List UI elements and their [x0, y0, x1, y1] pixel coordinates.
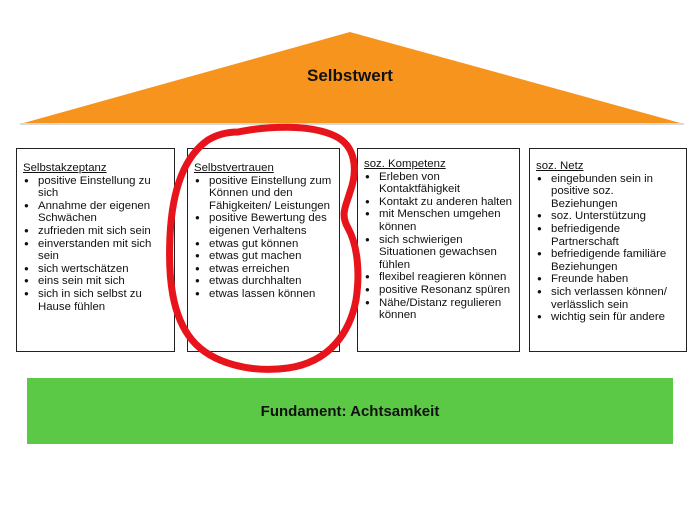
list-item: sich verlassen können/ verlässlich sein	[536, 286, 682, 311]
list-item: Annahme der eigenen Schwächen	[23, 200, 170, 225]
roof-title: Selbstwert	[307, 66, 393, 85]
pillar-list: positive Einstellung zum Können und den …	[194, 175, 335, 301]
pillar-heading: Selbstakzeptanz	[23, 162, 107, 174]
pillar-list: Erleben von Kontaktfähigkeit Kontakt zu …	[364, 171, 515, 322]
list-item: eins sein mit sich	[23, 275, 170, 288]
list-item: etwas lassen können	[194, 288, 335, 301]
list-item: positive Bewertung des eigenen Verhalten…	[194, 212, 335, 237]
foundation-bar: Fundament: Achtsamkeit	[27, 378, 673, 444]
roof-triangle	[20, 32, 684, 124]
roof	[20, 32, 684, 125]
list-item: sich in sich selbst zu Hause fühlen	[23, 288, 170, 313]
pillar-heading: soz. Kompetenz	[364, 158, 446, 170]
pillar-list: positive Einstellung zu sich Annahme der…	[23, 175, 170, 314]
pillar-heading: soz. Netz	[536, 160, 584, 172]
pillar-soz-kompetenz: soz. Kompetenz Erleben von Kontaktfähigk…	[357, 148, 520, 352]
list-item: positive Einstellung zum Können und den …	[194, 175, 335, 213]
list-item: einverstanden mit sich sein	[23, 238, 170, 263]
foundation-title: Fundament: Achtsamkeit	[260, 402, 440, 420]
list-item: befriedigende Partnerschaft	[536, 223, 682, 248]
list-item: sich schwierigen Situationen gewachsen f…	[364, 234, 515, 272]
list-item: zufrieden mit sich sein	[23, 225, 170, 238]
list-item: Erleben von Kontaktfähigkeit	[364, 171, 515, 196]
list-item: etwas gut können	[194, 238, 335, 251]
pillar-selbstakzeptanz: Selbstakzeptanz positive Einstellung zu …	[16, 148, 175, 352]
list-item: etwas gut machen	[194, 250, 335, 263]
list-item: wichtig sein für andere	[536, 311, 682, 324]
pillar-soz-netz: soz. Netz eingebunden sein in positive s…	[529, 148, 687, 352]
pillar-selbstvertrauen: Selbstvertrauen positive Einstellung zum…	[187, 148, 340, 352]
list-item: Freunde haben	[536, 273, 682, 286]
list-item: Kontakt zu anderen halten	[364, 196, 515, 209]
list-item: eingebunden sein in positive soz. Bezieh…	[536, 173, 682, 211]
pillar-list: eingebunden sein in positive soz. Bezieh…	[536, 173, 682, 324]
list-item: positive Einstellung zu sich	[23, 175, 170, 200]
list-item: Nähe/Distanz regulieren können	[364, 297, 515, 322]
list-item: sich wertschätzen	[23, 263, 170, 276]
list-item: soz. Unterstützung	[536, 210, 682, 223]
list-item: mit Menschen umgehen können	[364, 208, 515, 233]
pillar-heading: Selbstvertrauen	[194, 162, 274, 174]
list-item: etwas erreichen	[194, 263, 335, 276]
list-item: positive Resonanz spüren	[364, 284, 515, 297]
list-item: flexibel reagieren können	[364, 271, 515, 284]
list-item: befriedigende familiäre Beziehungen	[536, 248, 682, 273]
list-item: etwas durchhalten	[194, 275, 335, 288]
